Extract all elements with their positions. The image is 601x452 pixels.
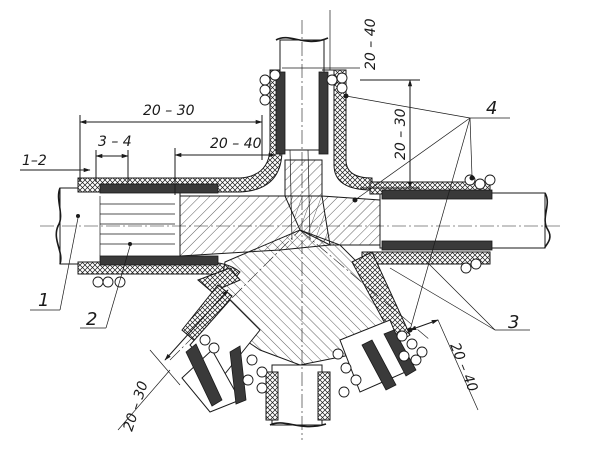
right-clamp-lower — [381, 240, 493, 251]
dim-edge-gap: 1–2 — [22, 153, 47, 169]
callout-leaders — [30, 93, 530, 333]
lower-middle-pipe — [265, 364, 331, 428]
right-pipe — [361, 181, 551, 265]
dim-lower-left-diag: 20 – 30 — [121, 379, 152, 433]
callout-1: 1 — [38, 290, 49, 311]
callout-4: 4 — [486, 98, 497, 119]
callout-2: 2 — [86, 309, 97, 330]
top-clamp-left — [275, 71, 286, 155]
right-clamp-upper — [381, 189, 493, 200]
dim-top-vertical: 20 – 40 — [363, 18, 379, 70]
callout-3: 3 — [508, 312, 519, 333]
top-clamp-right — [318, 71, 329, 155]
left-clamp-upper — [99, 183, 219, 194]
dim-left-span: 20 – 30 — [143, 103, 195, 119]
left-clamp-lower — [99, 255, 219, 266]
dim-right-vertical: 20 – 30 — [393, 108, 409, 160]
dimension-lines — [20, 10, 479, 431]
lower-coils — [92, 276, 428, 398]
right-coils — [460, 174, 496, 274]
top-coils — [259, 69, 348, 106]
dim-lower-right-diag: 20 – 40 — [446, 341, 480, 395]
dim-small-span: 3 – 4 — [98, 134, 132, 150]
dim-center-span: 20 – 40 — [210, 136, 262, 152]
lower-right-branch — [339, 251, 417, 393]
